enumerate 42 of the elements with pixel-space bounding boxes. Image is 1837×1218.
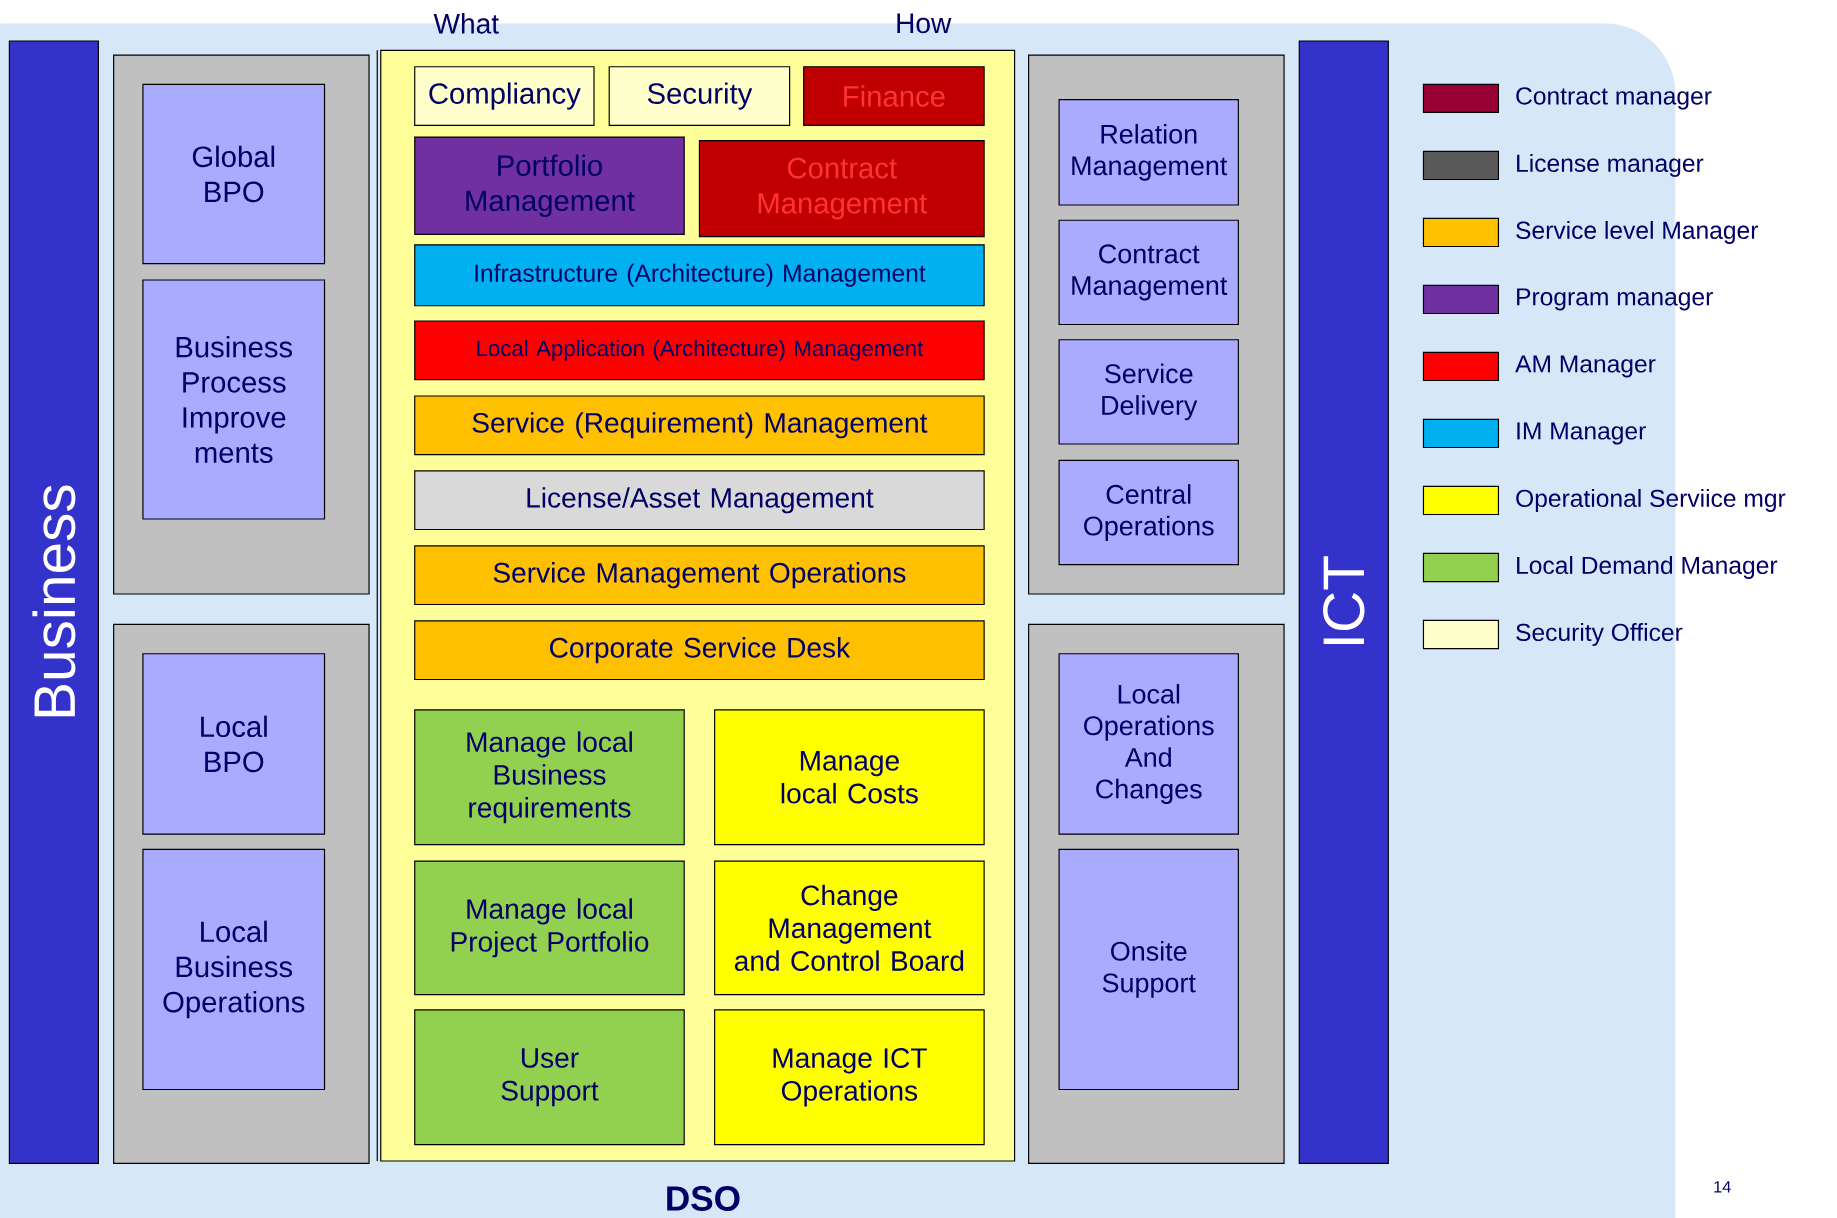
panel-label: DSO: [667, 1185, 740, 1211]
process-box: Change Management and Control Board: [714, 860, 985, 995]
legend-label: Service level Manager: [1516, 220, 1758, 244]
process-box: Local Application (Architecture) Management: [414, 320, 985, 380]
process-box: Local BPO: [142, 652, 326, 835]
heading-label: How: [897, 13, 952, 33]
process-box: Relation Management: [1058, 98, 1239, 206]
legend-label: Local Demand Manager: [1517, 555, 1778, 579]
process-box: Infrastructure (Architecture) Management: [414, 244, 985, 307]
process-box: Local Business Operations: [142, 848, 326, 1090]
side-band: Business: [8, 40, 99, 1164]
process-box: Manage local Costs: [714, 709, 985, 846]
legend-label: Operational Serviice mgr: [1516, 488, 1786, 512]
process-box: Service Delivery: [1058, 338, 1239, 445]
process-box: Central Operations: [1058, 459, 1239, 566]
legend-label: AM Manager: [1515, 355, 1656, 378]
process-box: Portfolio Management: [414, 136, 685, 235]
page-number: 14: [1714, 1180, 1731, 1193]
process-box: Global BPO: [142, 83, 326, 264]
process-box: Compliancy: [414, 65, 595, 126]
process-box: Contract Management: [1058, 219, 1239, 325]
process-box: Contract Management: [698, 139, 985, 237]
legend-label: IM Manager: [1517, 422, 1646, 445]
heading-label: What: [433, 12, 499, 34]
process-box: Security: [608, 65, 791, 126]
side-band: ICT: [1298, 40, 1389, 1164]
process-box: Business Process Improve ments: [142, 279, 326, 520]
process-box: Manage ICT Operations: [714, 1009, 985, 1145]
legend-label: License manager: [1517, 153, 1704, 177]
process-box: License/Asset Management: [414, 470, 985, 530]
legend-label: Contract manager: [1516, 87, 1712, 110]
process-box: Service (Requirement) Management: [414, 395, 985, 455]
process-box: Manage local Project Portfolio: [414, 860, 685, 995]
process-box: Corporate Service Desk: [414, 620, 985, 680]
legend-label: Program manager: [1517, 288, 1713, 311]
process-box: Service Management Operations: [414, 545, 985, 605]
process-box: Onsite Support: [1058, 848, 1239, 1090]
process-box: Local Operations And Changes: [1058, 652, 1239, 835]
process-box: User Support: [414, 1009, 685, 1145]
process-box: Finance: [803, 65, 985, 126]
legend-label: Security Officer: [1516, 622, 1683, 646]
process-box: Manage local Business requirements: [414, 709, 685, 846]
